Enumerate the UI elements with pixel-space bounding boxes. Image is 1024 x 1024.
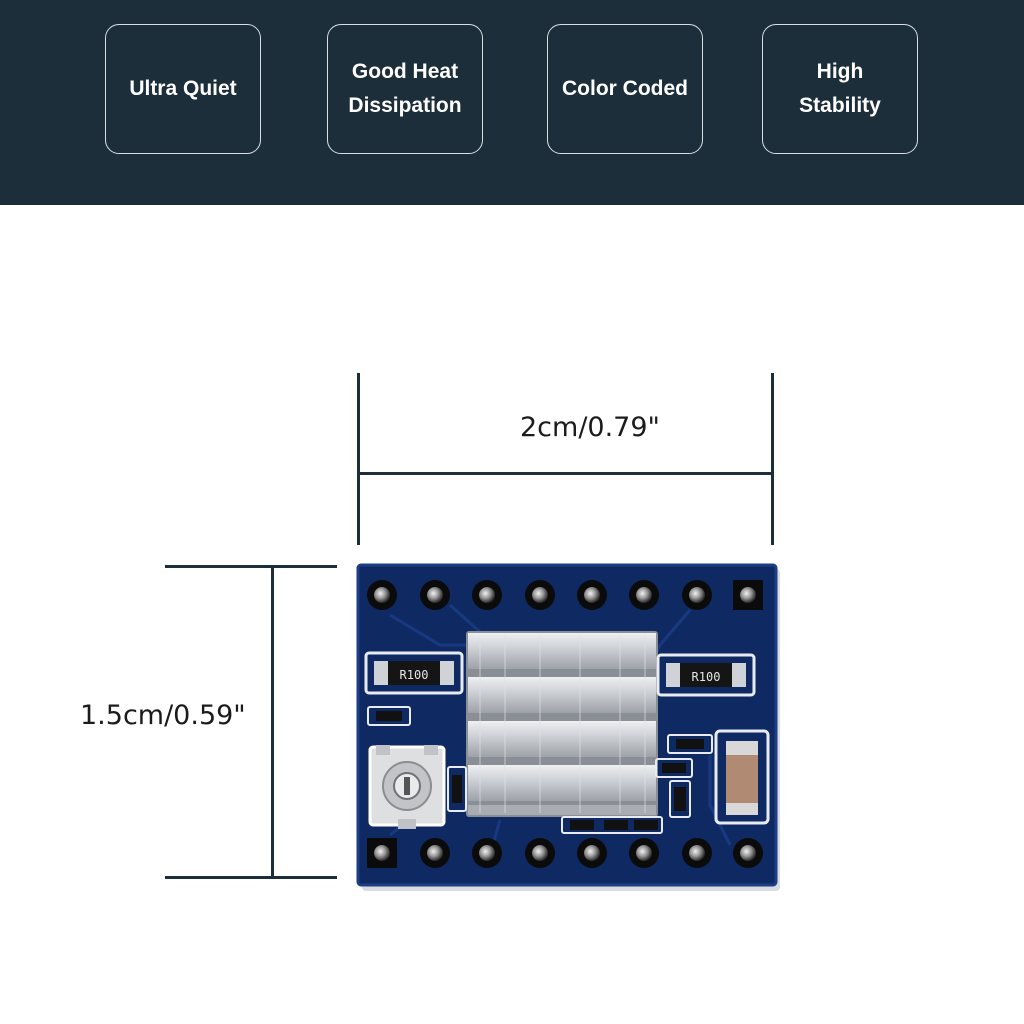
smd-components-left [367,706,467,812]
top-pin-header [367,580,763,610]
potentiometer-icon [368,745,446,829]
height-dimension-line [271,568,274,876]
height-dimension-top-tick [165,565,337,568]
width-dimension-left-tick [357,373,360,545]
width-dimension-line [360,472,771,475]
smd-components-right [561,734,713,834]
feature-ultra-quiet: Ultra Quiet [105,24,261,154]
feature-color-coded: Color Coded [547,24,703,154]
width-dimension-right-tick [771,373,774,545]
height-dimension-label: 1.5cm/0.59" [80,700,246,731]
height-dimension-bottom-tick [165,876,337,879]
stepper-driver-board: R100 R100 [356,563,780,891]
feature-high-stability: High Stability [762,24,918,154]
heatsink [466,631,658,817]
width-dimension-label: 2cm/0.79" [520,412,660,443]
feature-heat-dissipation: Good Heat Dissipation [327,24,483,154]
feature-banner: Ultra Quiet Good Heat Dissipation Color … [0,0,1024,205]
resistor-left: R100 [364,651,464,695]
capacitor [714,729,770,825]
resistor-right-label: R100 [692,670,721,684]
bottom-pin-header [367,838,763,868]
resistor-left-label: R100 [400,668,429,682]
resistor-right: R100 [656,653,756,697]
